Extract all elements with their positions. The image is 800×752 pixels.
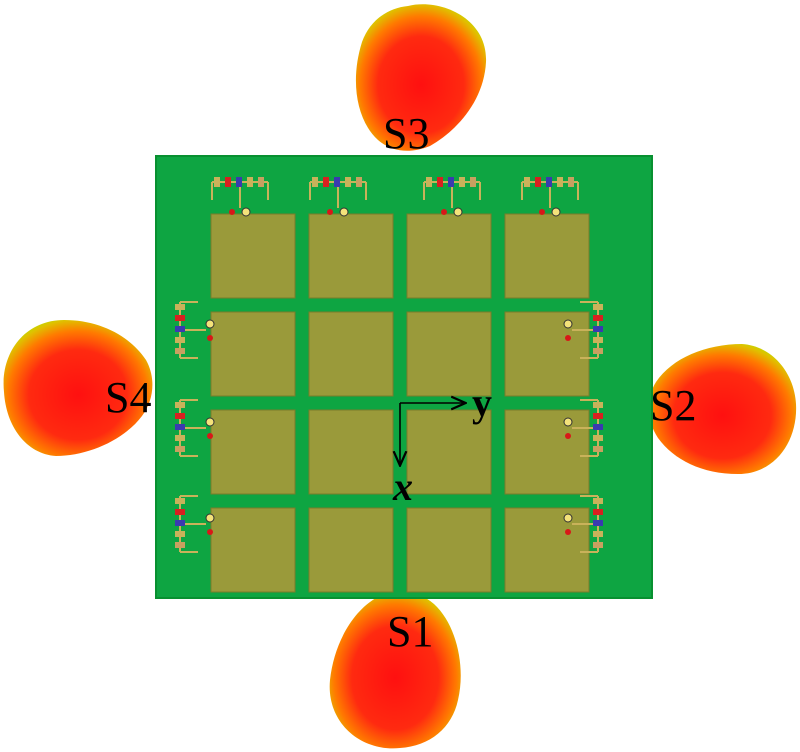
beam-s2 — [648, 344, 797, 474]
patch-element — [308, 213, 394, 299]
feed-circuit-mirrored — [563, 399, 603, 457]
feed-circuit — [175, 399, 215, 457]
patch-element — [210, 409, 296, 495]
feed-circuit — [211, 177, 269, 217]
label-s4: S4 — [105, 373, 151, 422]
label-s3: S3 — [383, 109, 429, 158]
patch-element — [504, 213, 590, 299]
label-s1: S1 — [387, 607, 433, 656]
beam-s1 — [329, 591, 461, 749]
patch-element — [210, 507, 296, 593]
patch-grid — [210, 213, 590, 593]
feed-circuit — [423, 177, 481, 217]
patch-element — [210, 213, 296, 299]
feed-circuit — [309, 177, 367, 217]
label-s2: S2 — [650, 381, 696, 430]
feed-network — [175, 177, 603, 553]
x-axis-label: x — [392, 464, 413, 509]
feed-circuit — [175, 301, 215, 359]
feed-circuit — [521, 177, 579, 217]
beam-s4 — [3, 320, 153, 456]
patch-element — [504, 507, 590, 593]
patch-element — [406, 311, 492, 397]
patch-element — [504, 409, 590, 495]
y-axis-label: y — [472, 380, 492, 425]
patch-element — [308, 507, 394, 593]
patch-element — [210, 311, 296, 397]
feed-circuit-mirrored — [563, 301, 603, 359]
coordinate-axes: y x — [392, 380, 492, 509]
patch-element — [308, 409, 394, 495]
patch-element — [406, 213, 492, 299]
beam-s3 — [355, 4, 487, 151]
feed-circuit-mirrored — [563, 495, 603, 553]
patch-element — [406, 409, 492, 495]
patch-element — [308, 311, 394, 397]
feed-circuit — [175, 495, 215, 553]
patch-element — [504, 311, 590, 397]
patch-element — [406, 507, 492, 593]
